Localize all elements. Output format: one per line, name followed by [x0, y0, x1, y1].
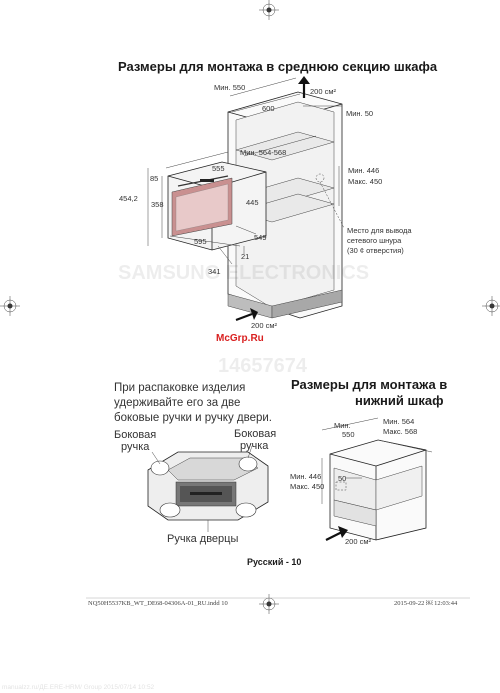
- registration-mark-left: [0, 296, 20, 316]
- top-cabinet-drawing: [227, 77, 345, 319]
- handling-instruction: При распаковке изделия удерживайте его з…: [114, 382, 272, 424]
- bdim-min-446: Мин. 446: [290, 472, 322, 481]
- watermark-doc-number: 14657674: [218, 355, 307, 377]
- dim-min-564-568: Мин. 564-568: [240, 148, 287, 157]
- page-label: Русский - 10: [247, 557, 302, 567]
- dim-358: 358: [151, 200, 164, 209]
- registration-mark-top: [259, 0, 279, 20]
- footer-watermark: manualzz.ru/ДЕ.ERE-HRM/ Group 2015/07/14…: [2, 684, 155, 691]
- dim-595: 595: [194, 237, 207, 246]
- bottom-cabinet-drawing: [321, 417, 433, 541]
- dim-min-50: Мин. 50: [346, 109, 374, 118]
- bdim-min: Мин.: [334, 421, 351, 430]
- dim-max-450: Макс. 450: [348, 177, 383, 186]
- dim-85: 85: [150, 174, 159, 183]
- dim-21: 21: [241, 252, 250, 261]
- cord-note-line1: Место для вывода: [347, 226, 412, 235]
- bdim-max-568: Макс. 568: [383, 427, 418, 436]
- bdim-550: 550: [342, 430, 355, 439]
- vent-label-top: 200 см²: [310, 87, 337, 96]
- dim-445: 445: [246, 198, 259, 207]
- side-handle-left-line1: Боковая: [114, 429, 157, 441]
- bottom-section-title-line1: Размеры для монтажа в: [291, 377, 448, 392]
- dim-600: 600: [262, 104, 275, 113]
- footer-date: 2015-09-22 ￼ 12:03:44: [394, 600, 458, 607]
- top-section-title: Размеры для монтажа в среднюю секцию шка…: [118, 59, 438, 74]
- footer-file: NQ50H5537KB_WT_DE68-04306A-01_RU.indd 10: [88, 600, 228, 607]
- dim-341: 341: [208, 267, 221, 276]
- bdim-vent: 200 см²: [345, 537, 372, 546]
- cord-note-line3: (30 ¢ отверстия): [347, 246, 404, 255]
- bdim-max-450: Макс. 450: [290, 482, 325, 491]
- side-handle-right-line2: ручка: [240, 440, 269, 452]
- dim-min-550: Мин. 550: [214, 83, 246, 92]
- vent-arrow-bottom: [325, 526, 348, 541]
- vent-label-bottom: 200 см²: [251, 321, 278, 330]
- bdim-min-564: Мин. 564: [383, 417, 415, 426]
- door-handle-label: Ручка дверцы: [167, 533, 239, 545]
- dim-min-446: Мин. 446: [348, 166, 380, 175]
- handling-drawing: [147, 445, 269, 532]
- registration-mark-right: [482, 296, 500, 316]
- bottom-section-title-line2: нижний шкаф: [355, 393, 444, 408]
- dim-555: 555: [212, 164, 225, 173]
- dim-454-2: 454,2: [119, 194, 138, 203]
- watermark-brand: SAMSUNG ELECTRONICS: [118, 262, 370, 284]
- bdim-50: 50: [338, 474, 347, 483]
- vent-arrows-top: [235, 76, 310, 322]
- registration-mark-bottom: [259, 594, 279, 614]
- side-handle-left-line2: ручка: [121, 441, 150, 453]
- oven-drawing: [147, 151, 267, 265]
- side-handle-right-line1: Боковая: [234, 428, 277, 440]
- dim-549: 549: [254, 233, 267, 242]
- watermark-site: McGrp.Ru: [216, 333, 264, 344]
- cord-note-line2: сетевого шнура: [347, 236, 402, 245]
